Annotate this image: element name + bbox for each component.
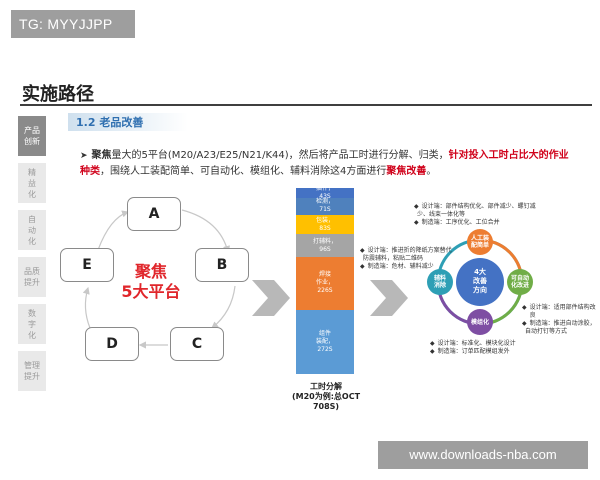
sidebar-item-label: 管理提升	[24, 361, 40, 381]
note-line: ◆制造端：工序优化、工位合并	[414, 219, 500, 226]
sidebar: 产品创新 精益化 自动化 品质提升 数字化 管理提升	[18, 116, 46, 398]
notes-top: ◆设计端：部件结构优化、部件减少、螺钉减 少、线束一体化等◆制造端：工序优化、工…	[414, 203, 544, 227]
note-line: ◆设计端：推进折的降纸方案替代	[360, 247, 452, 254]
stacked-bar-caption: 工时分解 (M20为例:总OCT 708S)	[278, 382, 374, 412]
sidebar-item-lean[interactable]: 精益化	[18, 163, 46, 203]
notes-right: ◆设计端：适用部件结构改良◆制造端：推进自动涂胶， 自动打钉等方式	[522, 304, 596, 336]
note-line: 少、线束一体化等	[417, 211, 466, 218]
sidebar-item-digital[interactable]: 数字化	[18, 304, 46, 344]
ring-node-b: B	[195, 248, 249, 282]
note-line: ◆设计端：标准化、模块化设计	[430, 340, 516, 347]
notes-left: ◆设计端：推进折的降纸方案替代 防震辅料，粘贴二维码◆制造端：危材、辅料减少	[360, 247, 460, 271]
description-paragraph: ➤聚焦量大的5平台(M20/A23/E25/N21/K44)，然后将产品工时进行…	[80, 148, 570, 180]
sidebar-item-product-innovation[interactable]: 产品创新	[18, 116, 46, 156]
stacked-bar-segment: 组件装配，272S	[296, 310, 354, 374]
desc-highlight-1: 针对投入工时占比大的作业种类	[80, 150, 569, 177]
circle-center-line-2: 改善	[473, 277, 487, 285]
circle-node-bottom-label: 模组化	[470, 319, 489, 326]
chevron-right-icon	[370, 280, 408, 316]
circle-center-label: 4大 改善 方向	[460, 268, 500, 295]
stacked-bar-segment: 插件，43S	[296, 185, 354, 201]
segment-label: 焊接作业，226S	[315, 271, 334, 295]
ring-node-a: A	[127, 197, 181, 231]
desc-highlight-2: 聚焦改善	[386, 166, 427, 177]
section-title: 1.2 老品改善	[76, 116, 144, 129]
desc-bold: 聚焦	[91, 150, 112, 161]
circle-center	[456, 258, 504, 306]
stacked-bar-segment: 焊接作业，226S	[296, 256, 354, 311]
sidebar-item-label: 产品创新	[24, 126, 40, 146]
desc-text-2: ，围绕人工装配简单、可自动化、模组化、辅料消除这4方面进行	[100, 166, 387, 177]
note-line: ◆设计端：部件结构优化、部件减少、螺钉减	[414, 203, 536, 210]
ring-node-d: D	[85, 327, 139, 361]
bullet-diamond-icon: ◆	[430, 348, 435, 355]
note-line: ◆制造端：订单匹配模组发外	[430, 348, 510, 355]
circle-node-right-label: 可自动化改进	[510, 275, 529, 289]
stacked-bar-segment: 包装，83S	[296, 214, 354, 235]
bullet-diamond-icon: ◆	[414, 219, 419, 226]
ring-arrows	[82, 209, 236, 349]
note-line: ◆制造端：危材、辅料减少	[360, 263, 434, 270]
circle-center-line-1: 4大	[474, 268, 486, 276]
ring-node-c: C	[170, 327, 224, 361]
stacked-bar-segment: 检测，71S	[296, 198, 354, 215]
chevron-right-icon	[252, 280, 290, 316]
desc-end: 。	[426, 166, 437, 177]
sidebar-item-label: 品质提升	[24, 267, 40, 287]
notes-bottom: ◆设计端：标准化、模块化设计◆制造端：订单匹配模组发外	[430, 340, 550, 356]
bullet-diamond-icon: ◆	[360, 247, 365, 254]
circle-node-bottom	[467, 309, 493, 335]
circle-node-left-label: 辅料消除	[433, 275, 446, 289]
note-line: 防震辅料，粘贴二维码	[363, 255, 424, 262]
ring-node-e: E	[60, 248, 114, 282]
bullet-diamond-icon: ◆	[522, 304, 527, 311]
bullet-diamond-icon: ◆	[360, 263, 365, 270]
segment-label: 插件，43S	[315, 185, 334, 201]
sidebar-item-automation[interactable]: 自动化	[18, 210, 46, 250]
improvement-circle-diagram	[427, 229, 533, 335]
note-line: 自动打钉等方式	[525, 328, 568, 335]
circle-node-top-label: 人工装配简单	[470, 235, 489, 249]
watermark-bottom: www.downloads-nba.com	[378, 441, 588, 469]
note-line: ◆制造端：推进自动涂胶，	[522, 320, 596, 327]
sidebar-item-label: 自动化	[28, 214, 36, 246]
bullet-diamond-icon: ◆	[430, 340, 435, 347]
circle-node-right	[507, 269, 533, 295]
segment-label: 包装，83S	[315, 216, 334, 232]
ring-center-line-1: 聚焦	[134, 262, 167, 281]
ring-center-label: 聚焦 5大平台	[118, 262, 184, 302]
ring-center-line-2: 5大平台	[121, 282, 181, 301]
circle-center-line-3: 方向	[473, 286, 487, 294]
sidebar-item-quality[interactable]: 品质提升	[18, 257, 46, 297]
bar-caption-line-2: (M20为例:总OCT 708S)	[291, 392, 361, 411]
segment-label: 组件装配，272S	[315, 329, 334, 353]
sidebar-item-management[interactable]: 管理提升	[18, 351, 46, 391]
page-title: 实施路径	[22, 84, 94, 105]
section-header-bar	[68, 113, 188, 131]
sidebar-item-label: 数字化	[28, 308, 36, 340]
watermark-top: TG: MYYJJPP	[11, 10, 135, 38]
desc-text-1: 量大的5平台(M20/A23/E25/N21/K44)，然后将产品工时进行分解、…	[111, 150, 449, 161]
segment-label: 检测，71S	[315, 198, 334, 214]
sidebar-item-label: 精益化	[28, 167, 36, 199]
bullet-diamond-icon: ◆	[414, 203, 419, 210]
bullet-diamond-icon: ◆	[522, 320, 527, 327]
bullet-arrow-icon: ➤	[80, 151, 88, 161]
circle-node-top	[467, 229, 493, 255]
segment-label: 打辅料，96S	[312, 237, 337, 253]
stacked-bar-segment: 打辅料，96S	[296, 234, 354, 257]
circle-node-left	[427, 269, 453, 295]
title-divider	[20, 104, 592, 106]
note-line: ◆设计端：适用部件结构改良	[522, 304, 596, 319]
bar-caption-line-1: 工时分解	[310, 382, 342, 391]
